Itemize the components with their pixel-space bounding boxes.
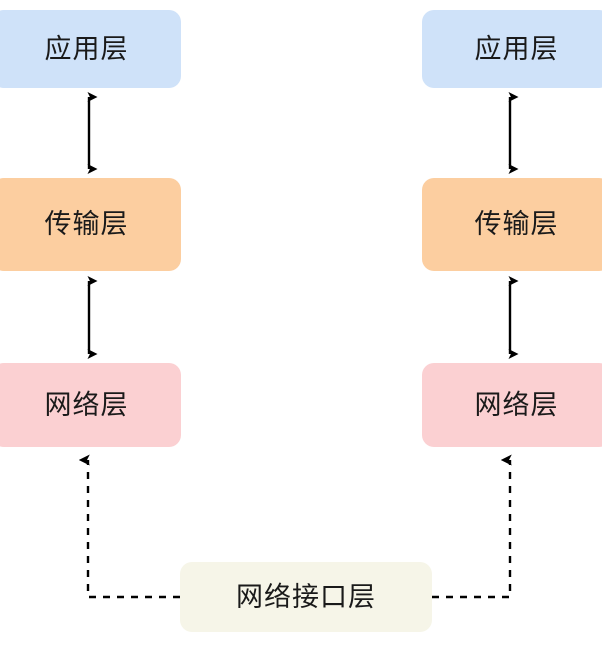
node-left-network[interactable]: 网络层 [0,363,181,447]
node-right-transport-label: 传输层 [474,209,559,239]
node-left-application[interactable]: 应用层 [0,10,181,88]
node-network-interface[interactable]: 网络接口层 [180,562,432,632]
edge-interface-left-network [78,454,180,599]
node-right-application[interactable]: 应用层 [422,10,602,88]
node-right-application-label: 应用层 [474,33,559,64]
node-left-transport-label: 传输层 [44,209,129,239]
node-right-network-label: 网络层 [474,389,559,420]
node-left-network-label: 网络层 [44,389,129,420]
node-right-transport[interactable]: 传输层 [422,178,602,271]
edge-interface-right-network [432,454,512,599]
node-network-interface-label: 网络接口层 [236,581,376,612]
node-right-network[interactable]: 网络层 [422,363,602,447]
node-left-application-label: 应用层 [44,33,129,64]
node-left-transport[interactable]: 传输层 [0,178,181,271]
